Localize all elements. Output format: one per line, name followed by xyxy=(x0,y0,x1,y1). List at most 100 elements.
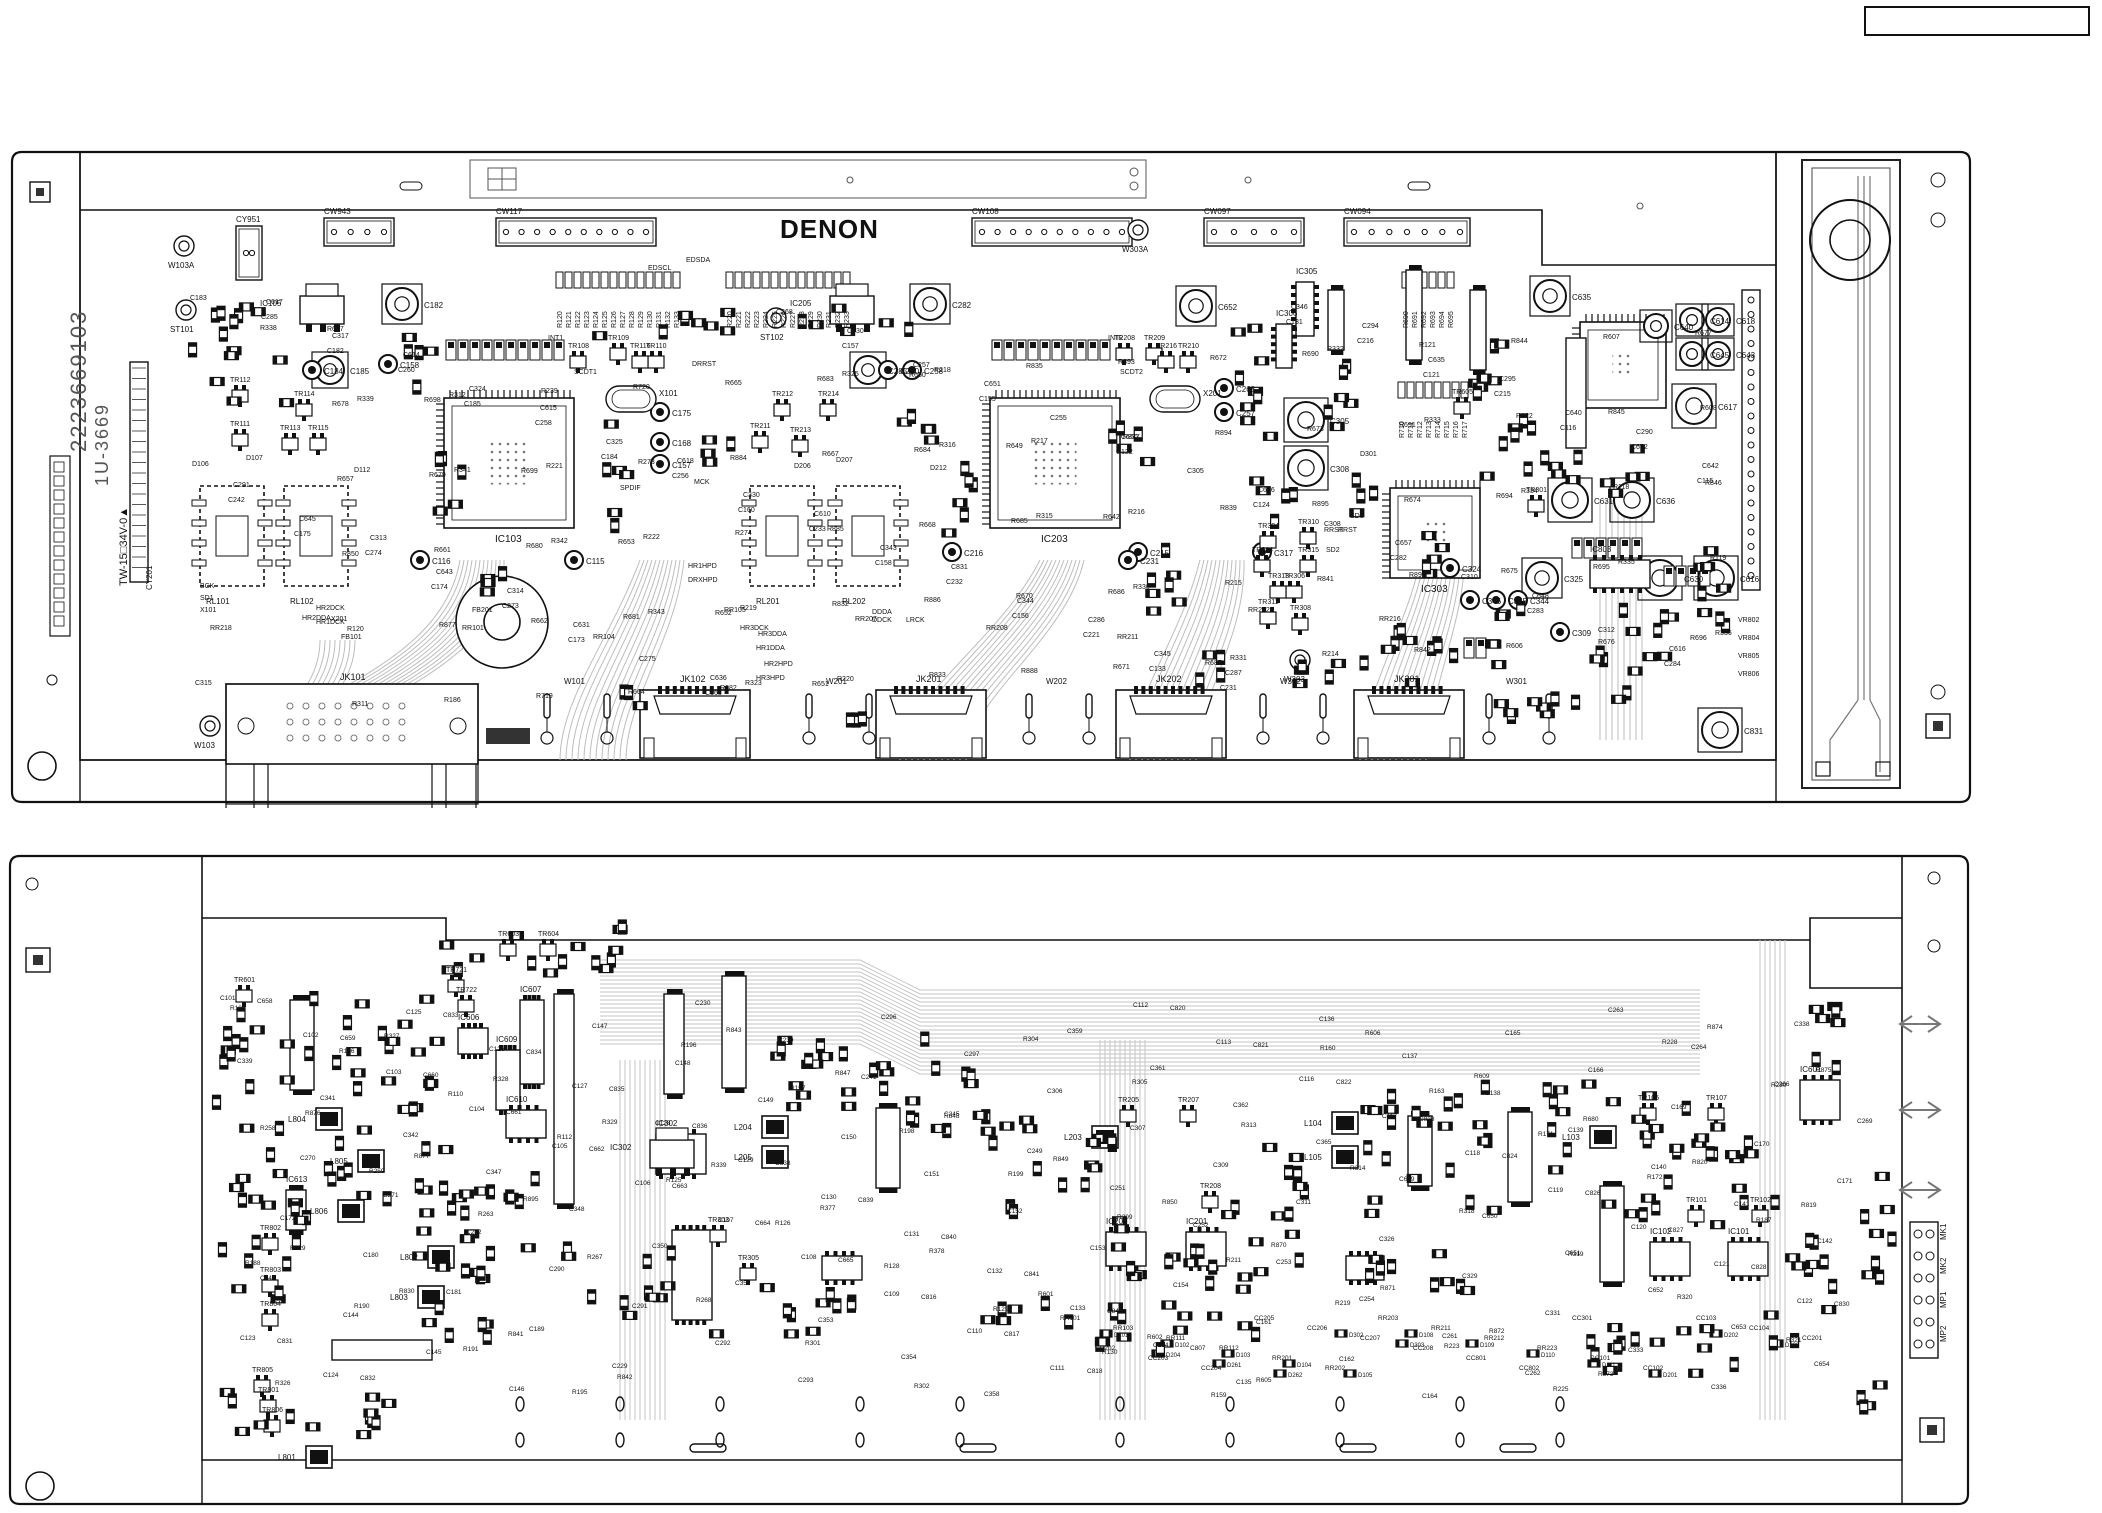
capacitor-label: C232 xyxy=(946,579,963,586)
capacitor-label: C112 xyxy=(1133,1002,1148,1009)
resistor-r1xx-label: R127 xyxy=(620,311,627,328)
smd-part-pad xyxy=(1527,421,1536,425)
smd-part-pad xyxy=(1235,371,1244,375)
cap-c268-mark xyxy=(1220,384,1228,392)
transistor-tr306-label: TR306 xyxy=(1284,573,1305,580)
smd-part-pad xyxy=(486,1246,495,1251)
ic-ic606-pin xyxy=(461,1054,465,1059)
capacitor-label: C831 xyxy=(951,564,968,571)
smd-part-pad xyxy=(720,326,725,335)
capacitor-label: C614 xyxy=(403,352,420,359)
capacitor-label: C650 xyxy=(1121,434,1138,441)
board-mark: TW-15□34V-0▲ xyxy=(118,506,130,586)
transistor-tr305 xyxy=(739,1267,757,1281)
smd-part-pad xyxy=(1369,496,1378,501)
resistor-r71x xyxy=(1451,381,1460,399)
ic-header-pin xyxy=(1618,1282,1622,1287)
relay-rl101-pin xyxy=(191,559,207,567)
smd-part-pad xyxy=(941,528,946,537)
ic-array-pin xyxy=(1481,285,1486,290)
connector-pin xyxy=(382,734,390,742)
resistor-label: R218 xyxy=(934,367,951,374)
ic-ic606-pin xyxy=(479,1054,483,1059)
transistor-tr113-label: TR113 xyxy=(280,425,301,432)
smd-part-pad xyxy=(553,968,558,977)
resistor-label: R119 xyxy=(1710,555,1726,562)
electrolytic-c185-core xyxy=(323,363,337,377)
resistor-label: R607 xyxy=(1603,334,1620,341)
capacitor-label: C136 xyxy=(1319,1016,1335,1023)
ic-ic102-pin xyxy=(1653,1237,1657,1242)
transistor-tr115 xyxy=(309,437,327,451)
smd-part-pad xyxy=(1831,1003,1840,1008)
cap-c317-mark xyxy=(1258,548,1266,556)
resistor-network-pad xyxy=(460,342,466,348)
capacitor-label: C181 xyxy=(446,1289,462,1296)
smd-part-pad xyxy=(235,1427,240,1436)
smd-part-pad xyxy=(633,701,638,710)
transistor-tr313-pin xyxy=(1276,598,1280,603)
inductor-l801-core xyxy=(310,1450,328,1464)
smd-part-pad xyxy=(1413,636,1418,645)
smd-part-pad xyxy=(617,508,622,517)
transistor-tr305-pin xyxy=(742,1263,746,1268)
resistor-r69x-label: R692 xyxy=(1421,311,1428,328)
transistor-tr105-pin xyxy=(1646,1120,1650,1125)
resistor-network xyxy=(1099,339,1111,361)
resistor-r69x-label: R693 xyxy=(1430,311,1437,328)
smd-part-pad xyxy=(1378,1255,1383,1264)
connector-pin xyxy=(1230,228,1238,236)
ic-ic101-label: IC101 xyxy=(1728,1227,1750,1236)
ic-header-pin xyxy=(893,1188,898,1193)
smd-part-pad xyxy=(1216,678,1225,683)
smd-part-pad xyxy=(412,390,421,395)
smd-part-pad xyxy=(1871,1401,1876,1410)
smd-part-pad xyxy=(1660,1338,1665,1347)
transistor-tr315-pin xyxy=(1310,555,1314,560)
capacitor-label: C661 xyxy=(506,1109,522,1116)
smd-part-pad xyxy=(1435,543,1440,552)
smd-part-pad xyxy=(701,449,705,458)
direction-arrows xyxy=(1898,1015,1942,1199)
connector-pin xyxy=(978,228,986,236)
capacitor-label: C180 xyxy=(363,1252,379,1259)
resistor-label: R341 xyxy=(454,467,471,474)
relay-rl102-label: RL102 xyxy=(290,597,314,606)
smd-part-pad xyxy=(598,964,603,973)
smd-part-pad xyxy=(476,1276,485,1281)
ic-header-pin xyxy=(695,1320,700,1325)
capacitor-label: C330 xyxy=(743,492,760,499)
smd-part-pad xyxy=(1112,1216,1117,1225)
smd-part-pad xyxy=(1150,457,1155,466)
electrolytic-c652-label: C652 xyxy=(1218,303,1238,312)
capacitor-label: C353 xyxy=(818,1317,834,1324)
capacitor-label: C339 xyxy=(237,1058,253,1065)
hdmi-jack-jk201-port xyxy=(889,695,973,715)
capacitor-label: C116 xyxy=(1560,425,1576,432)
smd-part-pad xyxy=(223,1026,232,1031)
transistor-tr604-pin xyxy=(546,956,550,961)
resistor-label: R847 xyxy=(835,1070,851,1077)
resistor-network xyxy=(481,339,493,361)
smd-part-pad xyxy=(1246,1285,1251,1294)
transistor-tr207-pin xyxy=(1190,1105,1194,1110)
relay-rl202-pin xyxy=(827,499,843,507)
ic-ic101-pin xyxy=(1731,1276,1735,1281)
smd-part-pad xyxy=(1830,1018,1835,1027)
testpoint-w303a-label: W303A xyxy=(1122,245,1149,254)
smd-part-pad xyxy=(711,449,716,458)
smd-part-pad xyxy=(304,1046,313,1051)
cap-c158-mark xyxy=(384,360,392,368)
electrolytic-c645-core xyxy=(1685,348,1698,361)
smd-part-pad xyxy=(1009,1122,1014,1131)
transistor-tr110 xyxy=(647,355,665,369)
transistor-tr604-label: TR604 xyxy=(538,931,559,938)
capacitor-label: C165 xyxy=(1505,1030,1521,1037)
transistor-tr212 xyxy=(773,403,791,417)
connector-pin xyxy=(1925,1273,1935,1283)
hdmi-jack-jk102-pin xyxy=(680,686,685,694)
transistor-tr722-pin xyxy=(468,995,472,1000)
smd-part-pad xyxy=(335,1146,344,1151)
smd-part-pad xyxy=(409,1112,418,1116)
resistor-label: R314 xyxy=(1350,1165,1366,1172)
